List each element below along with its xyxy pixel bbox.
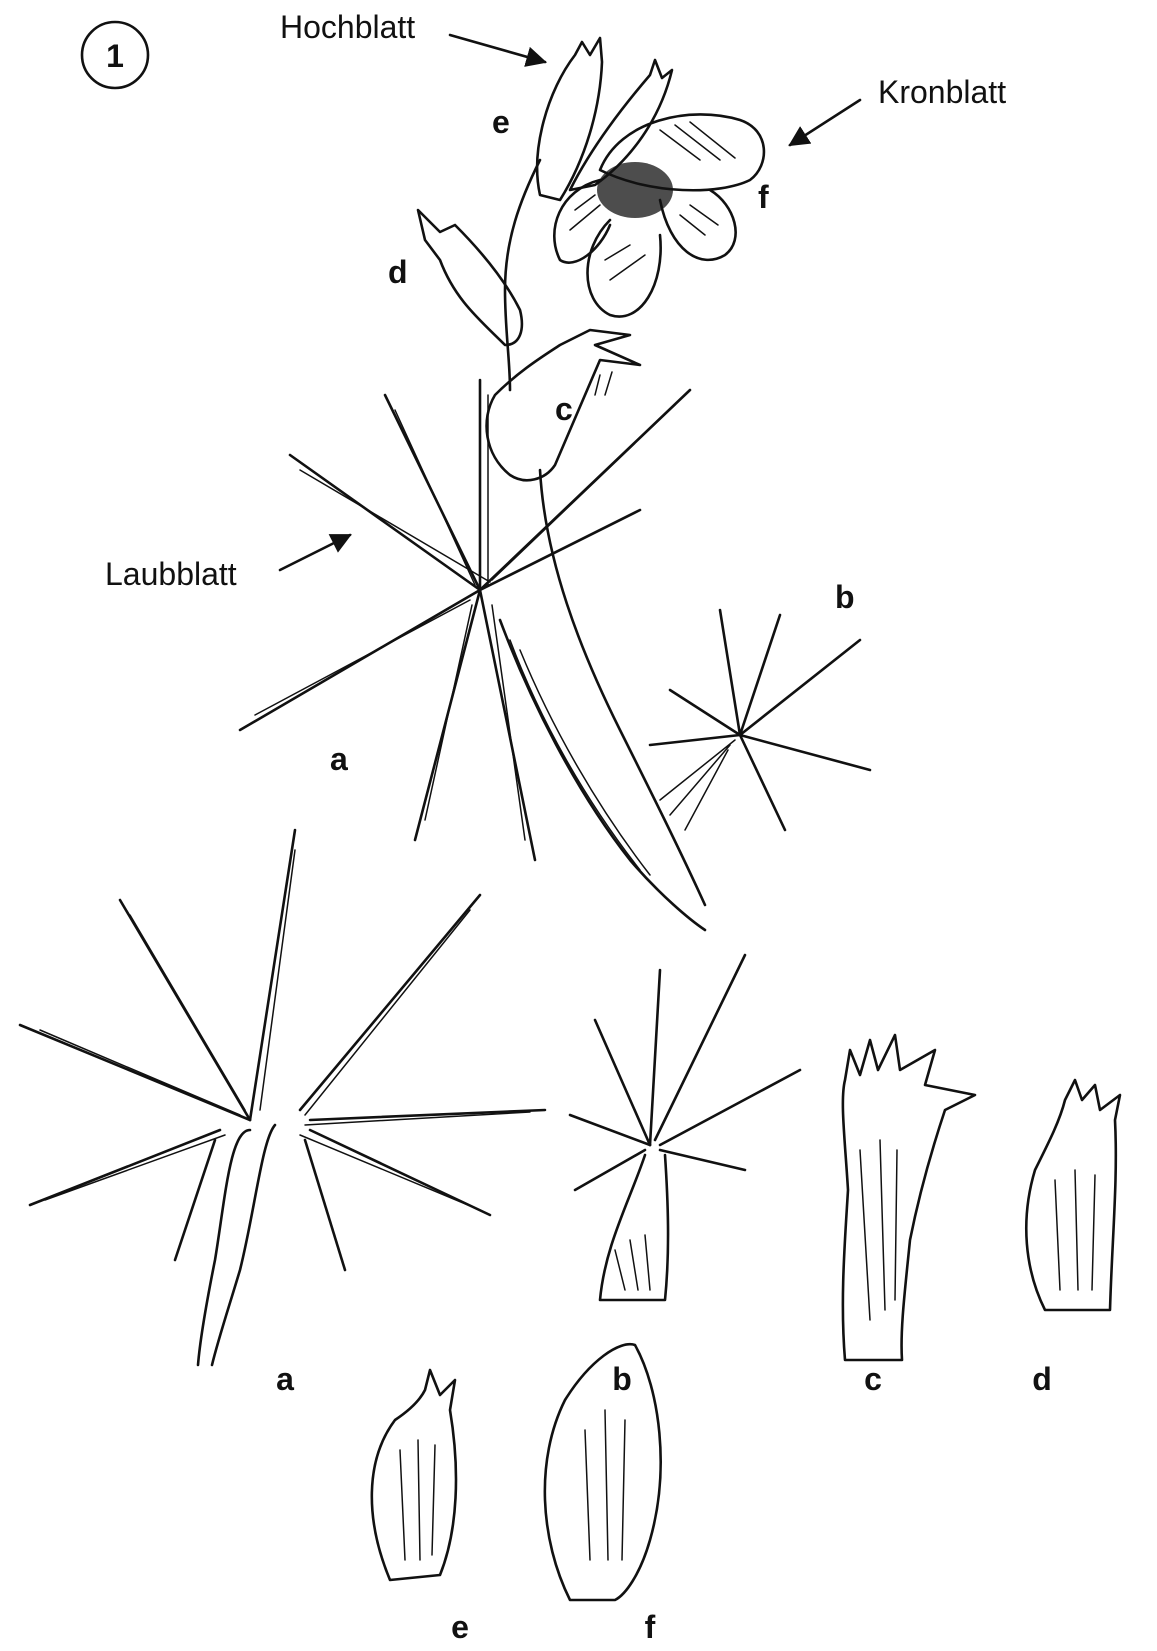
detached-leaf-e: [372, 1370, 456, 1580]
plant-leaf-b: [650, 610, 870, 830]
figure-number-badge: 1: [82, 22, 148, 88]
detached-leaf-a: [20, 830, 545, 1365]
label-hochblatt: Hochblatt: [280, 9, 415, 45]
bract-c-veins: [595, 372, 612, 395]
plant-leaf-a: [240, 380, 690, 860]
detached-leaf-f: [545, 1344, 661, 1600]
label-laubblatt: Laubblatt: [105, 556, 237, 592]
petal-4: [660, 190, 736, 260]
plant-label-e: e: [492, 104, 510, 140]
kronblatt-arrow: [790, 100, 860, 145]
leaf-label-d: d: [1032, 1361, 1052, 1397]
detached-leaf-c: [843, 1035, 975, 1360]
main-stem: [505, 160, 540, 390]
label-kronblatt: Kronblatt: [878, 74, 1006, 110]
stem-lower-2: [500, 620, 705, 930]
leaf-label-c: c: [864, 1361, 882, 1397]
plant-label-d: d: [388, 254, 408, 290]
plant-drawing: [240, 35, 870, 930]
stem-lower: [540, 470, 705, 905]
plant-bract-e: [537, 38, 602, 200]
plant-label-a: a: [330, 741, 348, 777]
leaf-label-a: a: [276, 1361, 294, 1397]
petal-3: [588, 220, 661, 317]
flower-center: [597, 162, 673, 218]
laubblatt-arrow: [280, 535, 350, 570]
detached-leaf-b: [570, 955, 800, 1300]
hochblatt-arrow: [450, 35, 545, 62]
plant-label-b: b: [835, 579, 855, 615]
leaf-label-b: b: [612, 1361, 632, 1397]
plant-label-f: f: [758, 179, 769, 215]
figure-number: 1: [106, 38, 124, 74]
detached-leaf-d: [1026, 1080, 1120, 1310]
plant-label-c: c: [555, 391, 573, 427]
leaf-label-f: f: [645, 1609, 656, 1645]
leaf-label-e: e: [451, 1609, 469, 1645]
